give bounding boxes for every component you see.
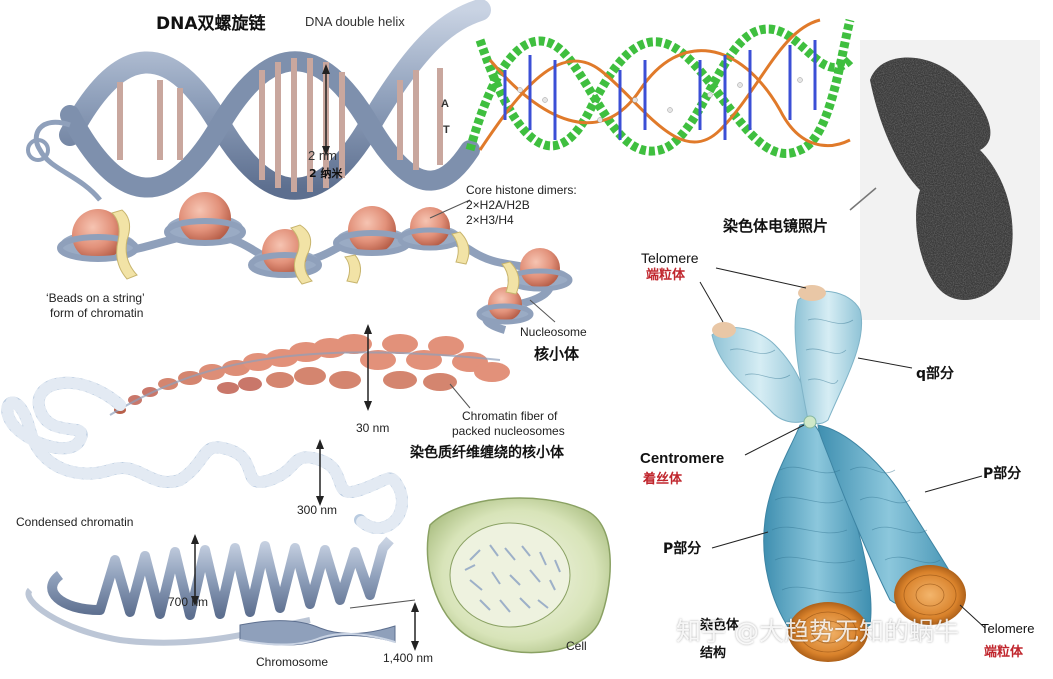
chromosome-label: Chromosome (256, 655, 329, 669)
beads-line2: form of chromatin (50, 306, 144, 320)
nucleosome-zh-label: 核小体 (534, 345, 580, 363)
condensed-label: Condensed chromatin (16, 515, 134, 529)
telomere-bottom-zh: 端粒体 (984, 645, 1024, 660)
centromere-zh: 着丝体 (643, 472, 683, 487)
dna-label-zh: DNA双螺旋链 (156, 14, 266, 34)
core-histone-line1: Core histone dimers: (466, 183, 577, 197)
condensed-zigzag (25, 534, 394, 646)
beads-line1: ‘Beads on a string’ (46, 291, 145, 305)
nm-700-label: 700 nm (168, 595, 209, 609)
fiber-zh-label: 染色质纤维缠绕的核小体 (410, 445, 564, 461)
width-2nm-zh-label: 2 纳米 (309, 167, 343, 180)
beads-on-string (57, 192, 573, 334)
chromosome-em-photo (849, 40, 1040, 320)
chromosome-small (239, 599, 419, 651)
telomere-bottom-en: Telomere (981, 621, 1035, 636)
em-photo-label: 染色体电镜照片 (723, 217, 829, 235)
telomere-top-en: Telomere (641, 250, 699, 266)
p-arm-left-label: P部分 (663, 541, 702, 557)
nucleosome-en-label: Nucleosome (520, 325, 587, 339)
centromere-en: Centromere (640, 450, 725, 467)
nm-1400-label: 1,400 nm (383, 651, 434, 665)
watermark: 知乎 @大趋势无知的蜗牛 (676, 617, 959, 646)
molecular-model (465, 18, 855, 158)
core-histone-line3: 2×H3/H4 (466, 213, 514, 227)
cell (426, 497, 611, 654)
structure-line1: 染色体 (700, 618, 740, 633)
nm-300-label: 300 nm (297, 503, 338, 517)
fiber-line1: Chromatin fiber of (462, 409, 558, 423)
p-arm-right-label: P部分 (983, 466, 1022, 482)
structure-line2: 结构 (700, 646, 727, 661)
nm-30-label: 30 nm (356, 421, 390, 435)
dna-double-helix (26, 0, 491, 202)
width-2nm-label: 2 nm (308, 148, 337, 163)
chromosome-structure (699, 267, 986, 662)
core-histone-line2: 2×H2A/H2B (466, 198, 530, 212)
condensed-chromatin (1, 376, 408, 534)
q-arm-label: q部分 (916, 366, 955, 382)
base-t-label: T (443, 124, 450, 136)
chromatin-fiber (109, 324, 510, 416)
telomere-top-zh: 端粒体 (646, 268, 686, 283)
dna-label-en: DNA double helix (305, 14, 405, 29)
fiber-line2: packed nucleosomes (452, 424, 565, 438)
cell-label: Cell (566, 639, 587, 653)
base-a-label: A (441, 98, 449, 110)
